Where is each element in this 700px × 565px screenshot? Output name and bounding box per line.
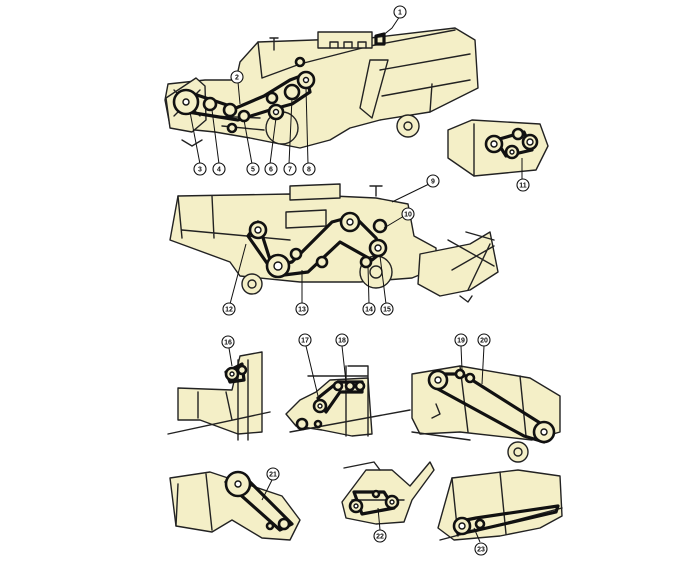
svg-text:5: 5 — [251, 167, 255, 174]
detail-view-19-20 — [411, 365, 561, 463]
svg-text:16: 16 — [224, 340, 232, 347]
svg-text:6: 6 — [269, 167, 273, 174]
callout-leaders — [189, 15, 523, 543]
callout-5: 5 — [246, 162, 260, 176]
detail-view-22 — [341, 461, 435, 525]
callout-16: 16 — [221, 335, 235, 349]
svg-text:7: 7 — [288, 167, 292, 174]
callout-14: 14 — [362, 302, 376, 316]
callout-18: 18 — [335, 333, 349, 347]
svg-text:23: 23 — [477, 547, 485, 554]
combine-left-side-view — [164, 27, 479, 149]
svg-text:18: 18 — [338, 338, 346, 345]
callout-6: 6 — [264, 162, 278, 176]
svg-text:9: 9 — [431, 179, 435, 186]
svg-text:17: 17 — [301, 338, 309, 345]
svg-text:14: 14 — [365, 307, 373, 314]
callout-23: 23 — [474, 542, 488, 556]
callout-22: 22 — [373, 529, 387, 543]
detail-view-21 — [169, 470, 301, 541]
detail-view-16 — [167, 351, 271, 441]
svg-text:11: 11 — [519, 183, 527, 190]
detail-view-23 — [437, 469, 563, 541]
callout-20: 20 — [477, 333, 491, 347]
callout-19: 19 — [454, 333, 468, 347]
svg-text:10: 10 — [404, 212, 412, 219]
svg-text:15: 15 — [383, 307, 391, 314]
top-belt-drives — [172, 32, 386, 134]
svg-text:12: 12 — [225, 307, 233, 314]
callout-3: 3 — [193, 162, 207, 176]
callout-12: 12 — [222, 302, 236, 316]
svg-text:3: 3 — [198, 167, 202, 174]
svg-text:4: 4 — [217, 167, 221, 174]
svg-text:19: 19 — [457, 338, 465, 345]
callout-15: 15 — [380, 302, 394, 316]
detail-view-11 — [447, 119, 549, 177]
detail-view-17-18 — [285, 365, 411, 437]
callout-4: 4 — [212, 162, 226, 176]
svg-text:13: 13 — [298, 307, 306, 314]
callout-10: 10 — [401, 207, 415, 221]
callout-21: 21 — [266, 467, 280, 481]
callout-7: 7 — [283, 162, 297, 176]
callout-13: 13 — [295, 302, 309, 316]
svg-text:2: 2 — [235, 75, 239, 82]
combine-right-side-view — [169, 183, 499, 303]
callout-1: 1 — [393, 5, 407, 19]
svg-text:21: 21 — [269, 472, 277, 479]
svg-text:8: 8 — [307, 167, 311, 174]
callout-8: 8 — [302, 162, 316, 176]
svg-text:22: 22 — [376, 534, 384, 541]
middle-belt-drives — [246, 211, 388, 279]
callout-17: 17 — [298, 333, 312, 347]
callout-9: 9 — [426, 174, 440, 188]
svg-text:20: 20 — [480, 338, 488, 345]
svg-text:1: 1 — [398, 10, 402, 17]
callout-2: 2 — [230, 70, 244, 84]
callout-11: 11 — [516, 178, 530, 192]
